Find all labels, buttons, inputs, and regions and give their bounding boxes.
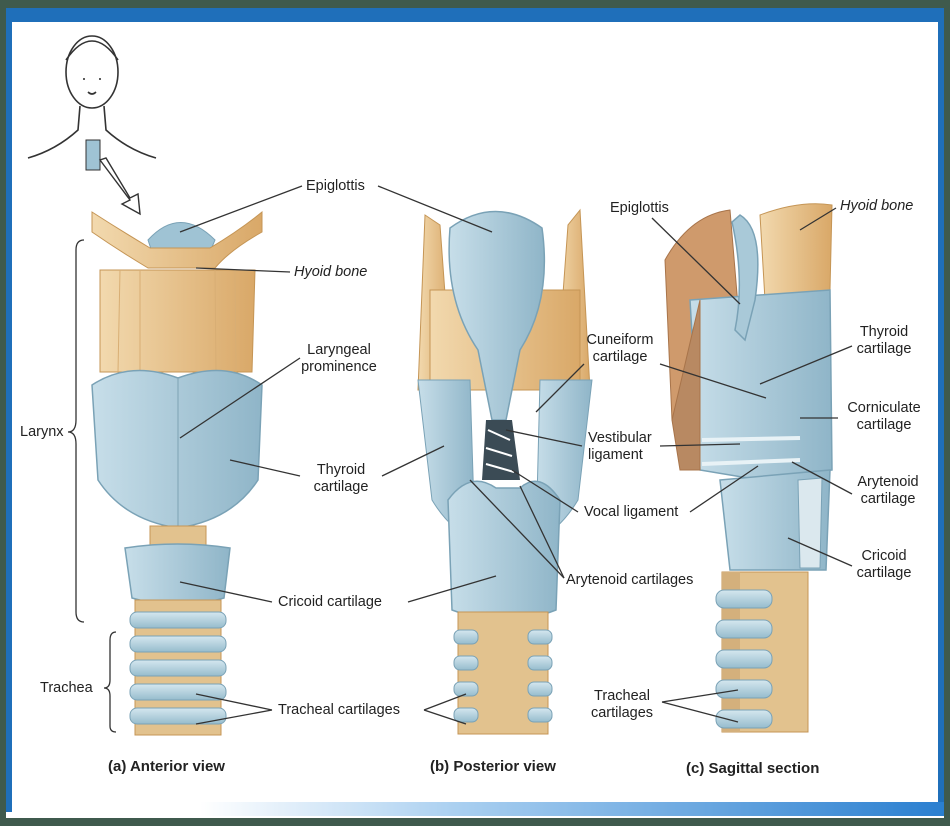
label-cricoid-cartilage: Cricoid cartilage <box>278 594 382 611</box>
label-arytenoid-cartilages: Arytenoid cartilages <box>566 572 693 589</box>
label-cricoid-cartilage-sagittal: Cricoid cartilage <box>846 548 922 582</box>
label-corniculate-cartilage: Corniculate cartilage <box>838 400 930 434</box>
label-thyroid-cartilage-sagittal: Thyroid cartilage <box>846 324 922 358</box>
label-vestibular-ligament: Vestibular ligament <box>588 430 652 464</box>
label-larynx: Larynx <box>20 424 64 441</box>
label-laryngeal-prominence: Laryngeal prominence <box>294 342 384 376</box>
label-trachea: Trachea <box>40 680 93 697</box>
label-cuneiform-cartilage: Cuneiform cartilage <box>580 332 660 366</box>
label-tracheal-cartilages-anterior: Tracheal cartilages <box>278 702 400 719</box>
label-hyoid-bone-sagittal: Hyoid bone <box>840 198 913 215</box>
label-hyoid-bone-anterior: Hyoid bone <box>294 264 367 281</box>
label-vocal-ligament: Vocal ligament <box>584 504 678 521</box>
caption-sagittal-section: (c) Sagittal section <box>686 760 819 777</box>
label-thyroid-cartilage-anterior: Thyroid cartilage <box>304 462 378 496</box>
top-bar <box>6 8 944 22</box>
caption-posterior-view: (b) Posterior view <box>430 758 556 775</box>
label-arytenoid-cartilage-sagittal: Arytenoid cartilage <box>846 474 930 508</box>
label-tracheal-cartilages-sagittal: Tracheal cartilages <box>582 688 662 722</box>
label-epiglottis-sagittal: Epiglottis <box>610 200 669 217</box>
bottom-bar <box>200 802 944 816</box>
caption-anterior-view: (a) Anterior view <box>108 758 225 775</box>
label-epiglottis-anterior: Epiglottis <box>306 178 365 195</box>
